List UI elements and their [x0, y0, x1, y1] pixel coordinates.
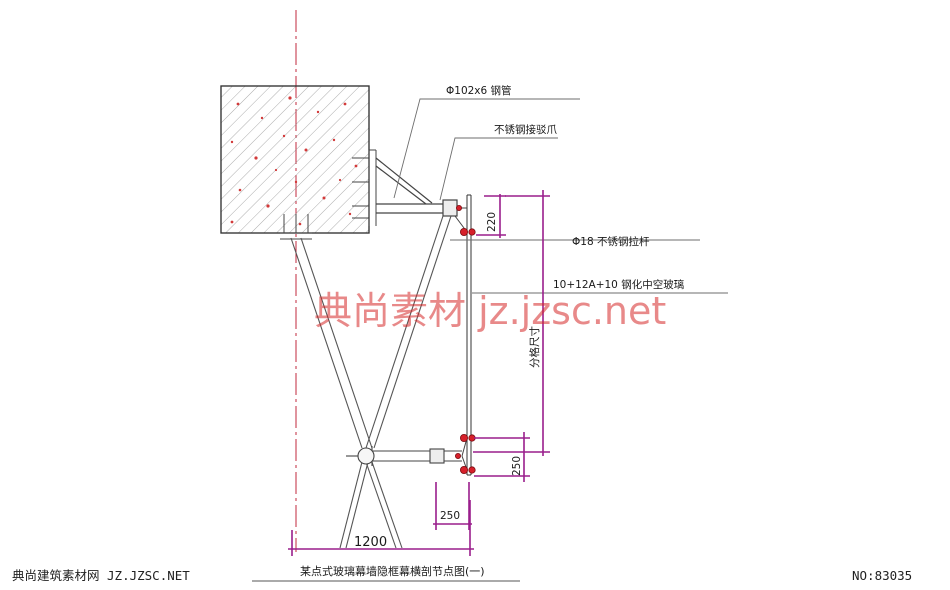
lower-strut — [346, 446, 462, 466]
label-claw: 不锈钢接驳爪 — [494, 123, 557, 136]
label-grid-size: 分格尺寸 — [528, 326, 541, 368]
watermark: 典尚素材 jz.jzsc.net — [314, 289, 666, 333]
label-glass: 10+12A+10 钢化中空玻璃 — [553, 278, 684, 291]
spider-claws — [454, 207, 468, 471]
dimension-lines — [288, 190, 550, 556]
footer-site: 典尚建筑素材网 JZ.JZSC.NET — [12, 568, 190, 583]
dim-250-horizontal: 250 — [440, 510, 460, 522]
pipe-bracket — [375, 157, 458, 217]
x-bracing-rods — [290, 215, 452, 549]
label-rod: Φ18 不锈钢拉杆 — [572, 235, 650, 248]
dim-220: 220 — [486, 212, 498, 232]
footer-number: NO:83035 — [852, 568, 912, 583]
drawing-title: 某点式玻璃幕墙隐框幕横剖节点图(一) — [300, 564, 485, 578]
connection-nodes — [454, 204, 476, 474]
leader-lines — [393, 98, 728, 294]
glass-panel — [466, 194, 472, 476]
concrete-column — [220, 85, 370, 234]
bottom-anchor-plate — [280, 214, 312, 240]
dim-1200: 1200 — [354, 535, 387, 550]
label-pipe: Φ102x6 钢管 — [446, 84, 512, 97]
dim-250-vertical: 250 — [511, 456, 523, 476]
